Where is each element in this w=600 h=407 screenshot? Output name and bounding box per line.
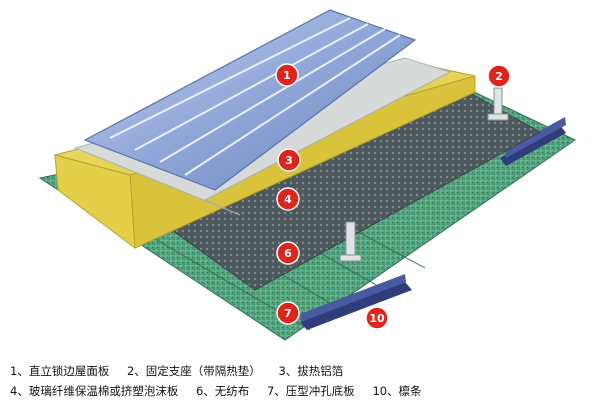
callout-7-label: 7 (284, 307, 292, 320)
callout-3: 3 (277, 148, 301, 172)
callout-10: 10 (365, 306, 389, 330)
insulation-side (54, 154, 136, 250)
callout-6-label: 6 (284, 247, 292, 260)
callout-1: 1 (275, 63, 299, 87)
fixing-bracket-group (339, 87, 509, 262)
callout-1-label: 1 (283, 69, 291, 82)
roof-seams (109, 17, 401, 176)
callout-3-label: 3 (285, 154, 293, 167)
purlin-back (500, 125, 566, 166)
legend: 1、直立锁边屋面板 2、固定支座（带隔热垫） 3、拔热铝箔 4、玻璃纤维保温棉或… (0, 345, 600, 407)
legend-item-1: 1、直立锁边屋面板 (10, 364, 110, 378)
callout-2-label: 2 (495, 70, 503, 83)
fixing-bracket-base (339, 254, 362, 262)
legend-item-7: 7、压型冲孔底板 (266, 384, 355, 398)
fixing-bracket (345, 221, 356, 259)
legend-item-4: 4、玻璃纤维保温棉或挤塑泡沫板 (10, 384, 179, 398)
callout-4: 4 (276, 187, 300, 211)
callout-10-label: 10 (369, 312, 385, 325)
roof-layer-diagram: 1 2 3 4 6 7 10 (38, 9, 576, 341)
fixing-bracket-base (487, 113, 509, 121)
legend-item-10: 10、檩条 (372, 384, 422, 398)
standing-seam-roof (83, 9, 417, 191)
callout-7: 7 (276, 301, 300, 325)
callout-6: 6 (276, 241, 300, 265)
legend-line-1: 1、直立锁边屋面板 2、固定支座（带隔热垫） 3、拔热铝箔 (10, 363, 357, 379)
legend-item-6: 6、无纺布 (195, 384, 250, 398)
purlin-front (300, 282, 412, 330)
purlin-front-flange (300, 274, 406, 322)
purlin-back-flange (505, 117, 566, 158)
callout-2: 2 (487, 64, 511, 88)
legend-item-3: 3、拔热铝箔 (278, 364, 344, 378)
callout-4-label: 4 (284, 193, 292, 206)
legend-item-2: 2、固定支座（带隔热垫） (126, 364, 261, 378)
purlin-group (300, 117, 566, 330)
legend-line-2: 4、玻璃纤维保温棉或挤塑泡沫板 6、无纺布 7、压型冲孔底板 10、檩条 (10, 383, 436, 399)
